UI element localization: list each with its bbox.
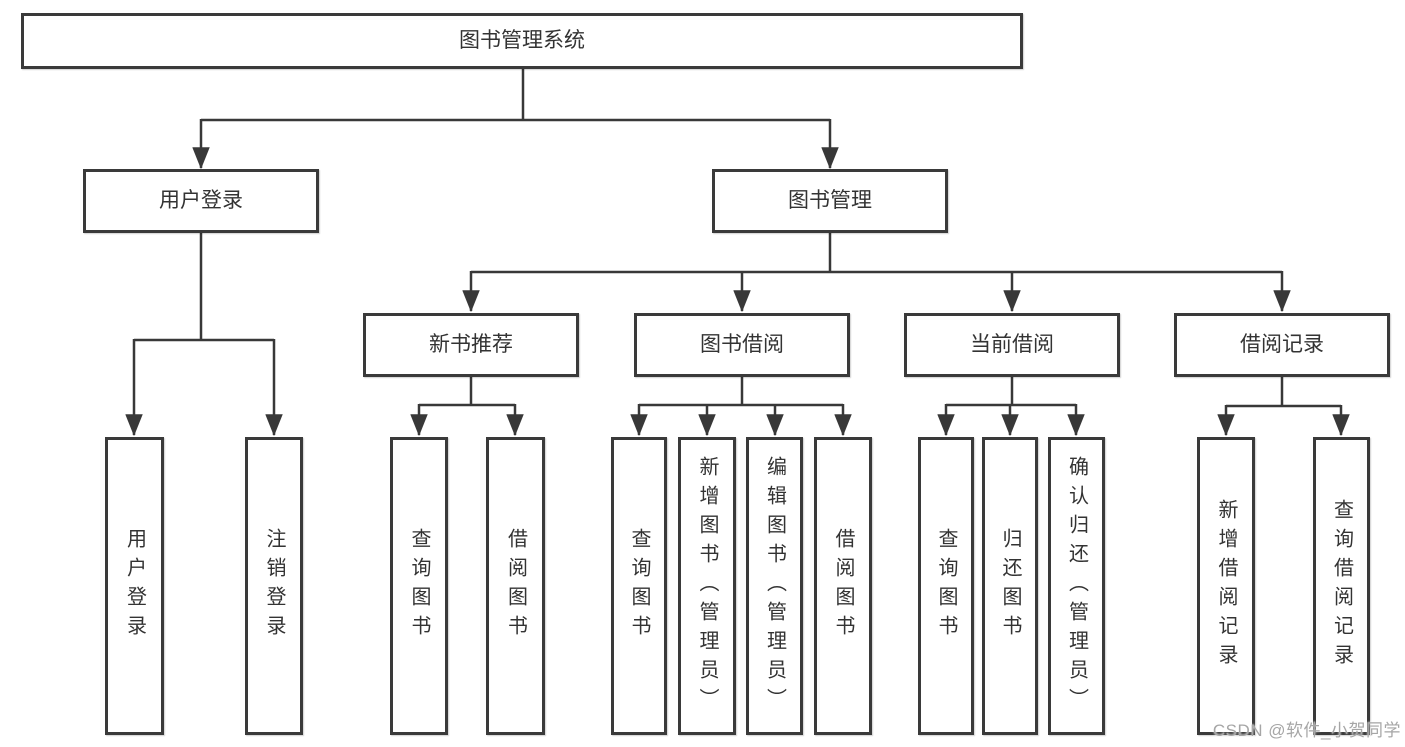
leaf-records-query-record: 查询借阅记录 bbox=[1313, 437, 1370, 735]
leaf-borrow-add-books-admin: 新增图书（管理员） bbox=[678, 437, 736, 735]
node-root-title: 图书管理系统 bbox=[21, 13, 1023, 69]
node-new-book-recommend: 新书推荐 bbox=[363, 313, 579, 377]
leaf-user-login: 用户登录 bbox=[105, 437, 164, 735]
node-book-management: 图书管理 bbox=[712, 169, 948, 233]
leaf-recommend-borrow-books: 借阅图书 bbox=[486, 437, 545, 735]
leaf-current-query-books: 查询图书 bbox=[918, 437, 974, 735]
node-book-borrow: 图书借阅 bbox=[634, 313, 850, 377]
node-borrow-records: 借阅记录 bbox=[1174, 313, 1390, 377]
leaf-recommend-query-books: 查询图书 bbox=[390, 437, 448, 735]
leaf-current-return-books: 归还图书 bbox=[982, 437, 1038, 735]
leaf-borrow-query-books: 查询图书 bbox=[611, 437, 667, 735]
node-current-borrow: 当前借阅 bbox=[904, 313, 1120, 377]
leaf-borrow-borrow-books: 借阅图书 bbox=[814, 437, 872, 735]
leaf-records-add-record: 新增借阅记录 bbox=[1197, 437, 1255, 735]
leaf-borrow-edit-books-admin: 编辑图书（管理员） bbox=[746, 437, 803, 735]
node-user-login: 用户登录 bbox=[83, 169, 319, 233]
leaf-logout: 注销登录 bbox=[245, 437, 303, 735]
leaf-current-confirm-return-admin: 确认归还（管理员） bbox=[1048, 437, 1105, 735]
csdn-watermark: CSDN @软件_小贺同学 bbox=[1212, 721, 1401, 740]
